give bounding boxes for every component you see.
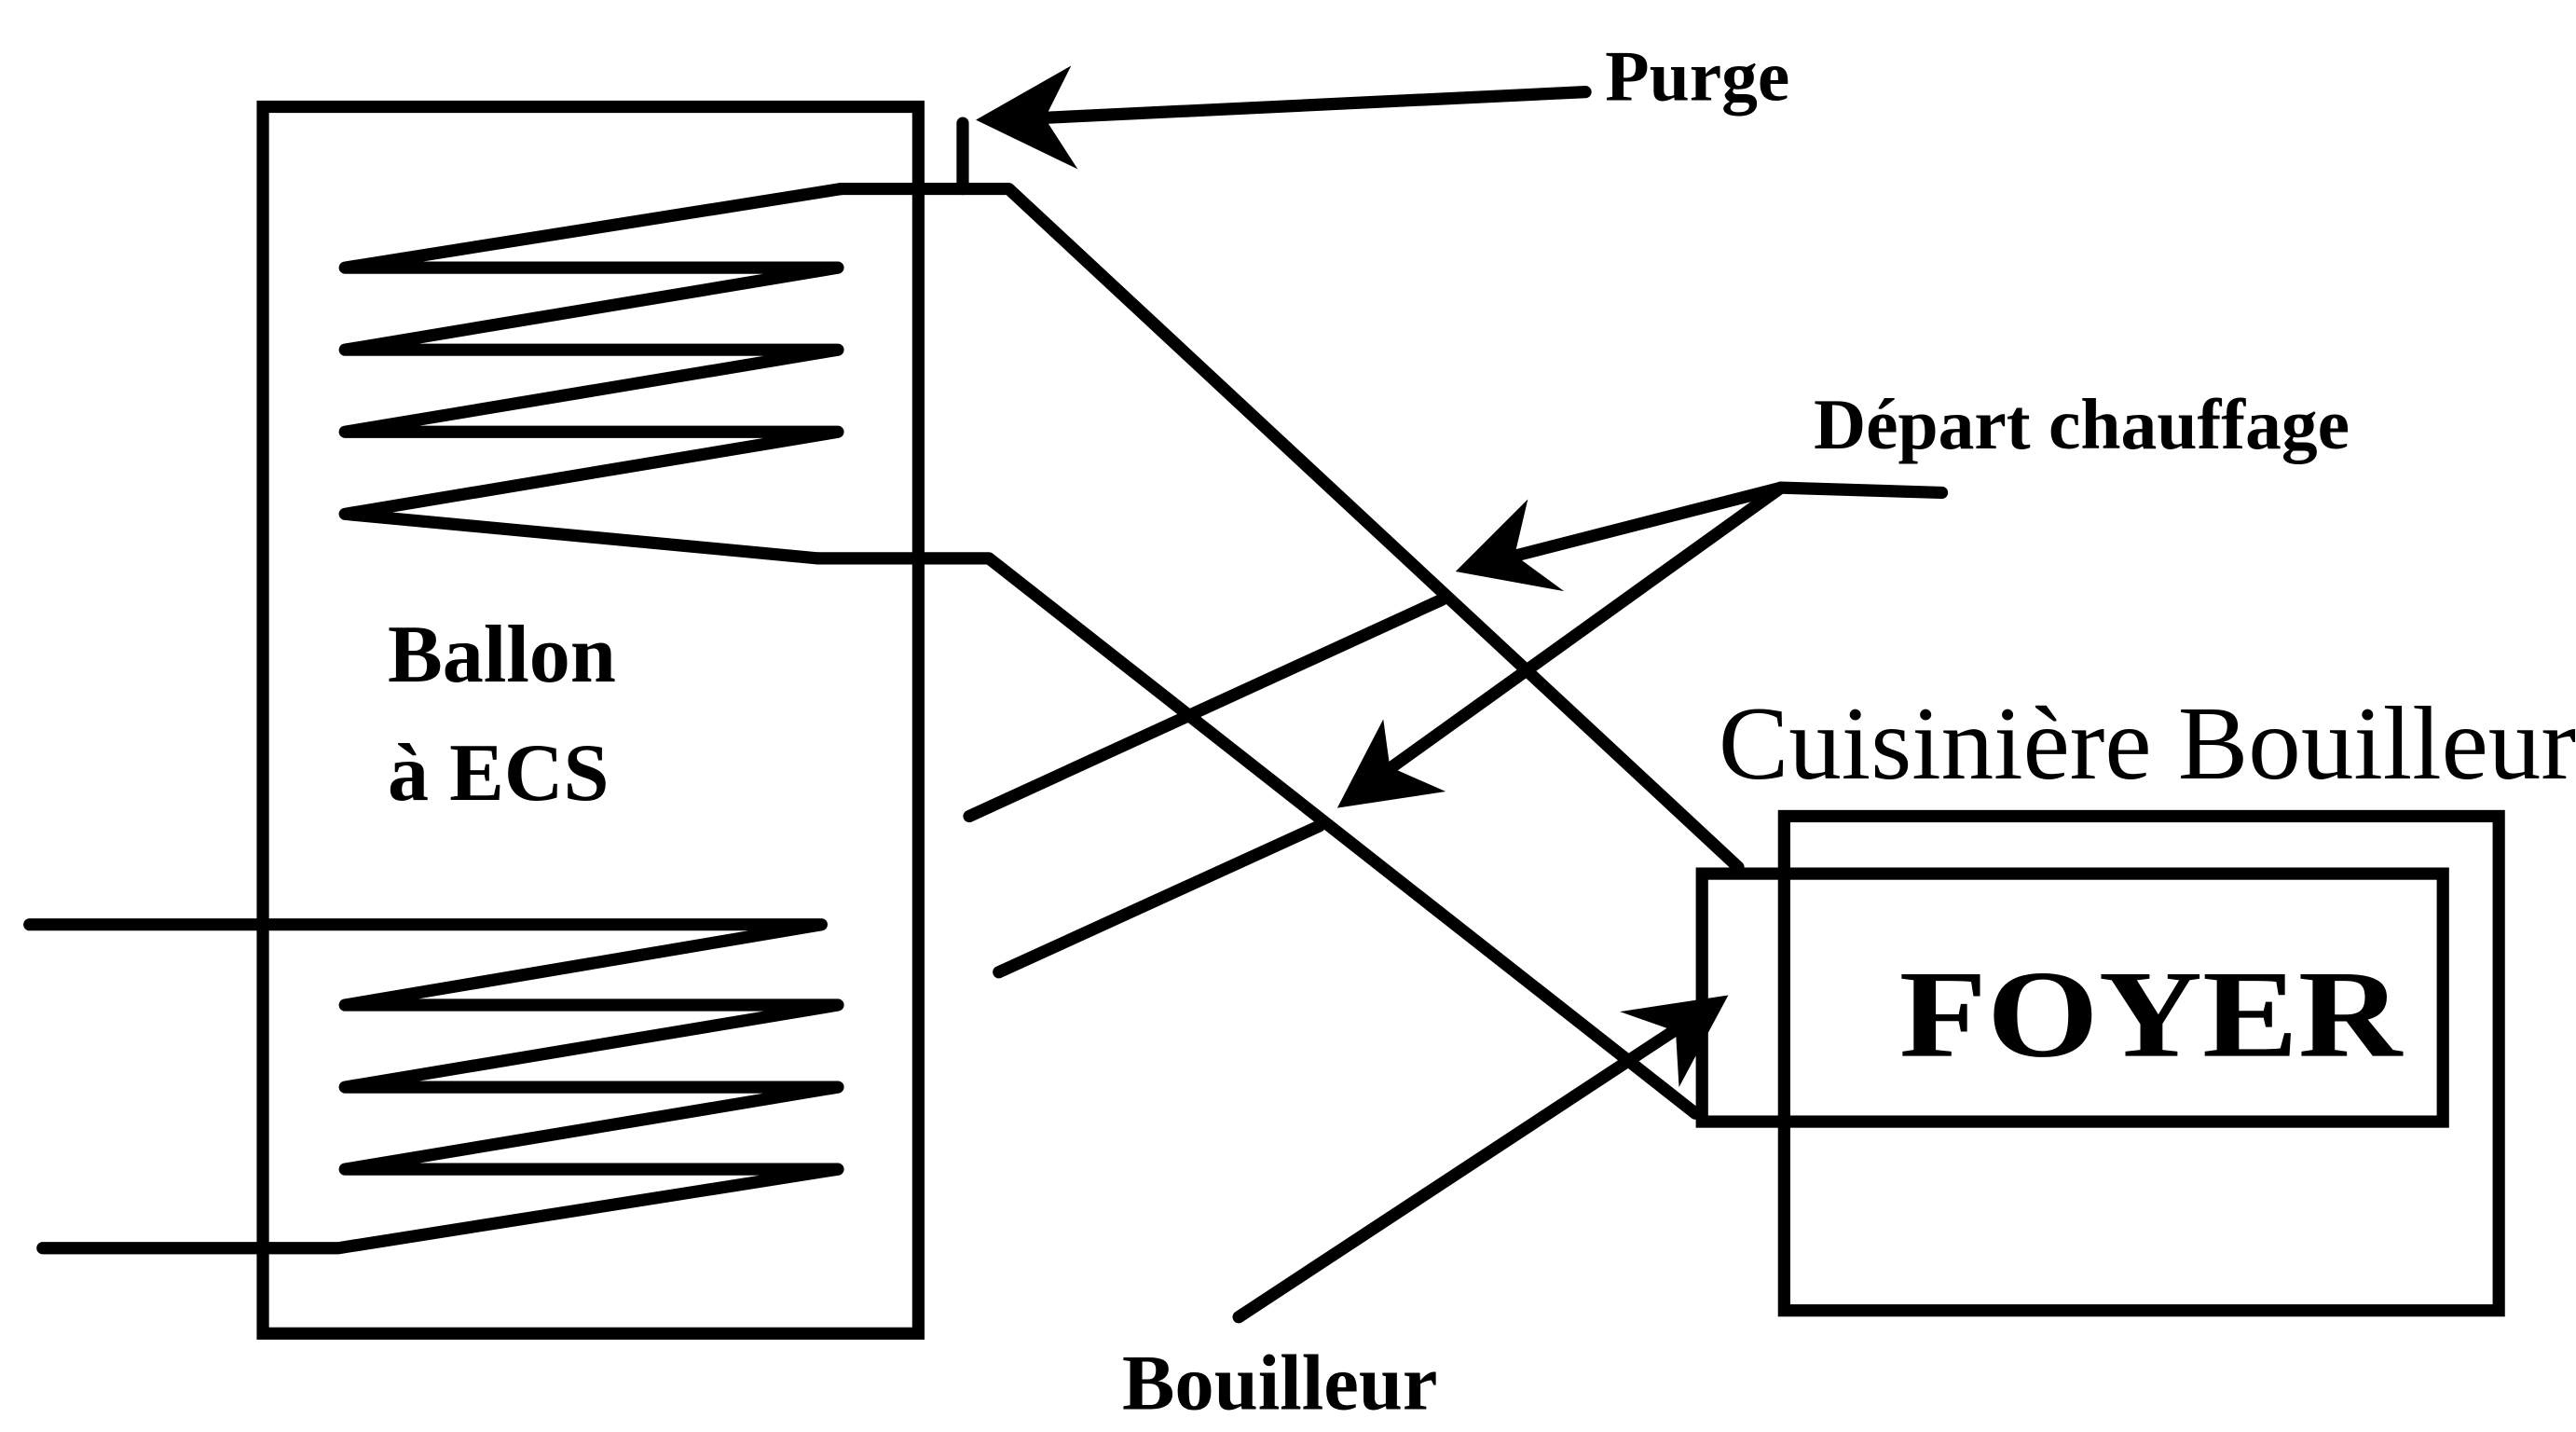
bouilleur-arrow-shaft (1232, 1023, 1682, 1324)
cuisiniere-box (1777, 809, 2505, 1317)
depart-leader (1774, 481, 1949, 500)
depart-chauffage-label: Départ chauffage (1814, 384, 2350, 464)
purge-arrowhead (976, 65, 1078, 170)
upper-coil (338, 182, 848, 565)
lower-coil (23, 918, 844, 1255)
heating-departure-pipe-2 (993, 819, 1326, 979)
ballon-label-line2: à ECS (388, 727, 610, 819)
purge-label: Purge (1605, 35, 1789, 116)
coil-supply-pipe (834, 182, 1745, 874)
depart-arrowhead-2 (1336, 719, 1446, 808)
foyer-label: FOYER (1899, 945, 2404, 1083)
coil-return-pipe (812, 552, 1702, 1120)
bouilleur-arrowhead (1620, 995, 1729, 1088)
depart-arrowhead-1 (1455, 499, 1565, 592)
ballon-label-line1: Ballon (388, 609, 616, 700)
ballon-tank (256, 100, 925, 1340)
purge-arrow-shaft (1028, 86, 1592, 125)
depart-arrow-2-shaft (1383, 481, 1788, 775)
cuisiniere-label: Cuisinière Bouilleur (1719, 686, 2576, 802)
foyer-box (1695, 867, 2449, 1128)
depart-arrow-1-shaft (1505, 481, 1788, 563)
heating-departure-pipe-1 (963, 593, 1449, 823)
bouilleur-label: Bouilleur (1122, 1340, 1437, 1426)
